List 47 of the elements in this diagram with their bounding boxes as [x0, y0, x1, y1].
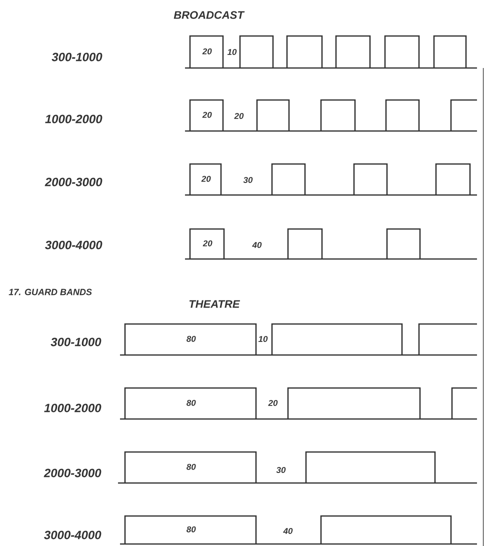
pulse-box	[335, 35, 371, 68]
pulse-box	[384, 35, 420, 68]
pulse-box: 20	[189, 99, 224, 131]
pulse-box: 80	[124, 451, 257, 483]
pulse-box	[287, 387, 421, 419]
gap-width-label: 20	[234, 113, 244, 119]
pulse-box	[305, 451, 436, 483]
pulse-box	[320, 515, 452, 544]
frequency-range-label: 3000-4000	[45, 240, 102, 250]
pulse-box	[353, 163, 388, 195]
frequency-range-label: 300-1000	[50, 338, 102, 346]
pulse-box	[239, 35, 274, 68]
pulse-box	[451, 387, 477, 419]
frequency-range-label: 300-1000	[52, 52, 102, 62]
gap-width-label: 20	[268, 400, 278, 406]
gap-width-label: 10	[258, 336, 268, 342]
pulse-box: 80	[124, 323, 257, 355]
pulse-box	[287, 228, 323, 259]
pulse-box	[256, 99, 290, 131]
gap-width-label: 30	[243, 177, 253, 183]
frequency-range-label: 1000-2000	[45, 114, 102, 124]
pulse-box	[435, 163, 471, 195]
section-heading: THEATRE	[189, 300, 240, 308]
frequency-range-label: 1000-2000	[44, 404, 102, 412]
pulse-box: 20	[189, 228, 225, 259]
figure-caption: 17. GUARD BANDS	[8, 288, 92, 296]
pulse-box	[271, 163, 306, 195]
frequency-range-label: 2000-3000	[44, 178, 102, 186]
gap-width-label: 40	[252, 242, 262, 248]
frequency-range-label: 2000-3000	[44, 468, 102, 478]
pulse-box	[450, 99, 477, 131]
gap-width-label: 30	[276, 467, 286, 473]
gap-width-label: 40	[283, 528, 293, 534]
pulse-box	[418, 323, 477, 355]
pulse-box	[286, 35, 323, 68]
pulse-box	[386, 228, 421, 259]
pulse-box	[433, 35, 467, 68]
pulse-box	[385, 99, 420, 131]
section-heading: BROADCAST	[174, 11, 245, 19]
pulse-box	[320, 99, 356, 131]
pulse-box: 20	[189, 163, 222, 195]
pulse-box	[271, 323, 403, 355]
pulse-box: 80	[124, 515, 257, 544]
pulse-box: 80	[124, 387, 257, 419]
pulse-box: 20	[189, 35, 224, 68]
frequency-range-label: 3000-4000	[44, 530, 102, 540]
gap-width-label: 10	[227, 49, 237, 55]
